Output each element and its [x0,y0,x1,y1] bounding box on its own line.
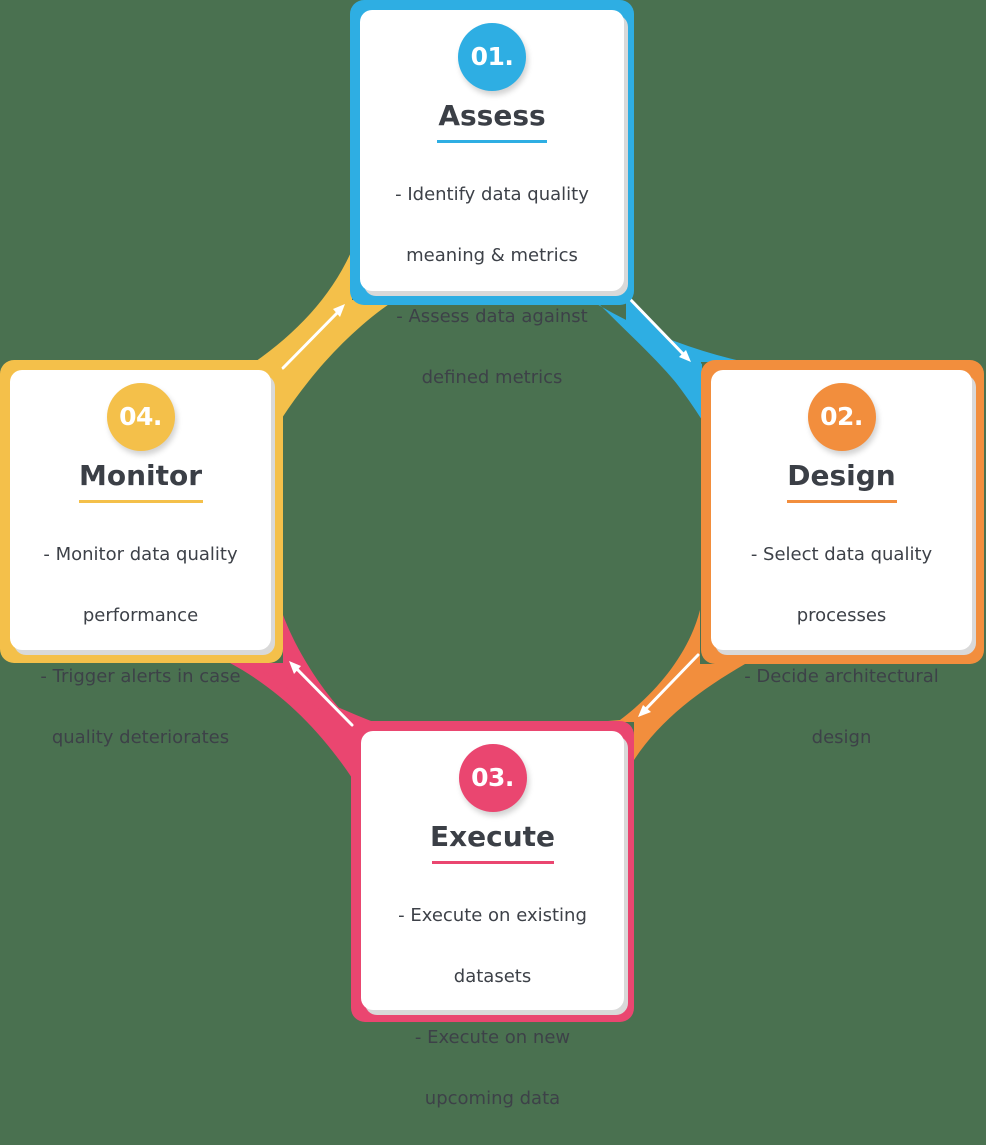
description-line: design [811,726,872,748]
description-line: quality deteriorates [51,726,230,748]
description-line: upcoming data [424,1087,561,1109]
step-card-assess: 01. Assess - Identify data quality meani… [360,10,624,388]
flow-arrows [281,295,700,727]
description-line: processes [796,604,887,626]
description-line: - Monitor data quality [43,543,238,565]
step-description: - Select data quality processes - Decide… [711,509,972,784]
step-number: 02. [820,402,863,431]
step-title: Execute [429,820,556,853]
step-title: Assess [438,99,546,132]
title-underline [437,140,547,143]
step-number: 04. [119,402,162,431]
description-line: meaning & metrics [406,244,578,266]
step-number-badge: 01. [458,23,526,91]
step-description: - Identify data quality meaning & metric… [360,149,624,424]
description-line: performance [82,604,199,626]
arrow-up-right-icon [281,308,342,370]
step-title: Design [787,459,896,492]
title-underline [786,500,897,503]
description-line: - Trigger alerts in case [40,665,241,687]
description-line: - Execute on existing [398,904,587,926]
step-number-badge: 02. [807,383,876,451]
description-line: - Select data quality [750,543,933,565]
description-line: - Identify data quality [395,183,589,205]
step-description: - Execute on existing datasets - Execute… [361,870,624,1145]
description-line: datasets [453,965,532,987]
arrow-down-right-icon [626,295,688,359]
title-underline [431,861,554,864]
step-card-execute: 03. Execute - Execute on existing datase… [361,731,624,1109]
arrow-down-left-icon [641,653,700,714]
step-title: Monitor [78,459,203,492]
connector-execute-to-monitor [230,615,352,778]
description-line: - Decide architectural [744,665,939,687]
title-underline [78,500,203,503]
step-description: - Monitor data quality performance - Tri… [10,509,271,784]
step-number: 03. [471,763,514,792]
description-line: - Assess data against [396,305,588,327]
step-number-badge: 04. [106,383,175,451]
step-number-badge: 03. [458,744,527,812]
description-line: - Execute on new [414,1026,571,1048]
step-card-monitor: 04. Monitor - Monitor data quality perfo… [10,370,271,748]
description-line: defined metrics [421,366,563,388]
arrow-up-left-icon [292,664,354,727]
step-number: 01. [470,42,514,71]
step-card-design: 02. Design - Select data quality process… [711,370,972,748]
